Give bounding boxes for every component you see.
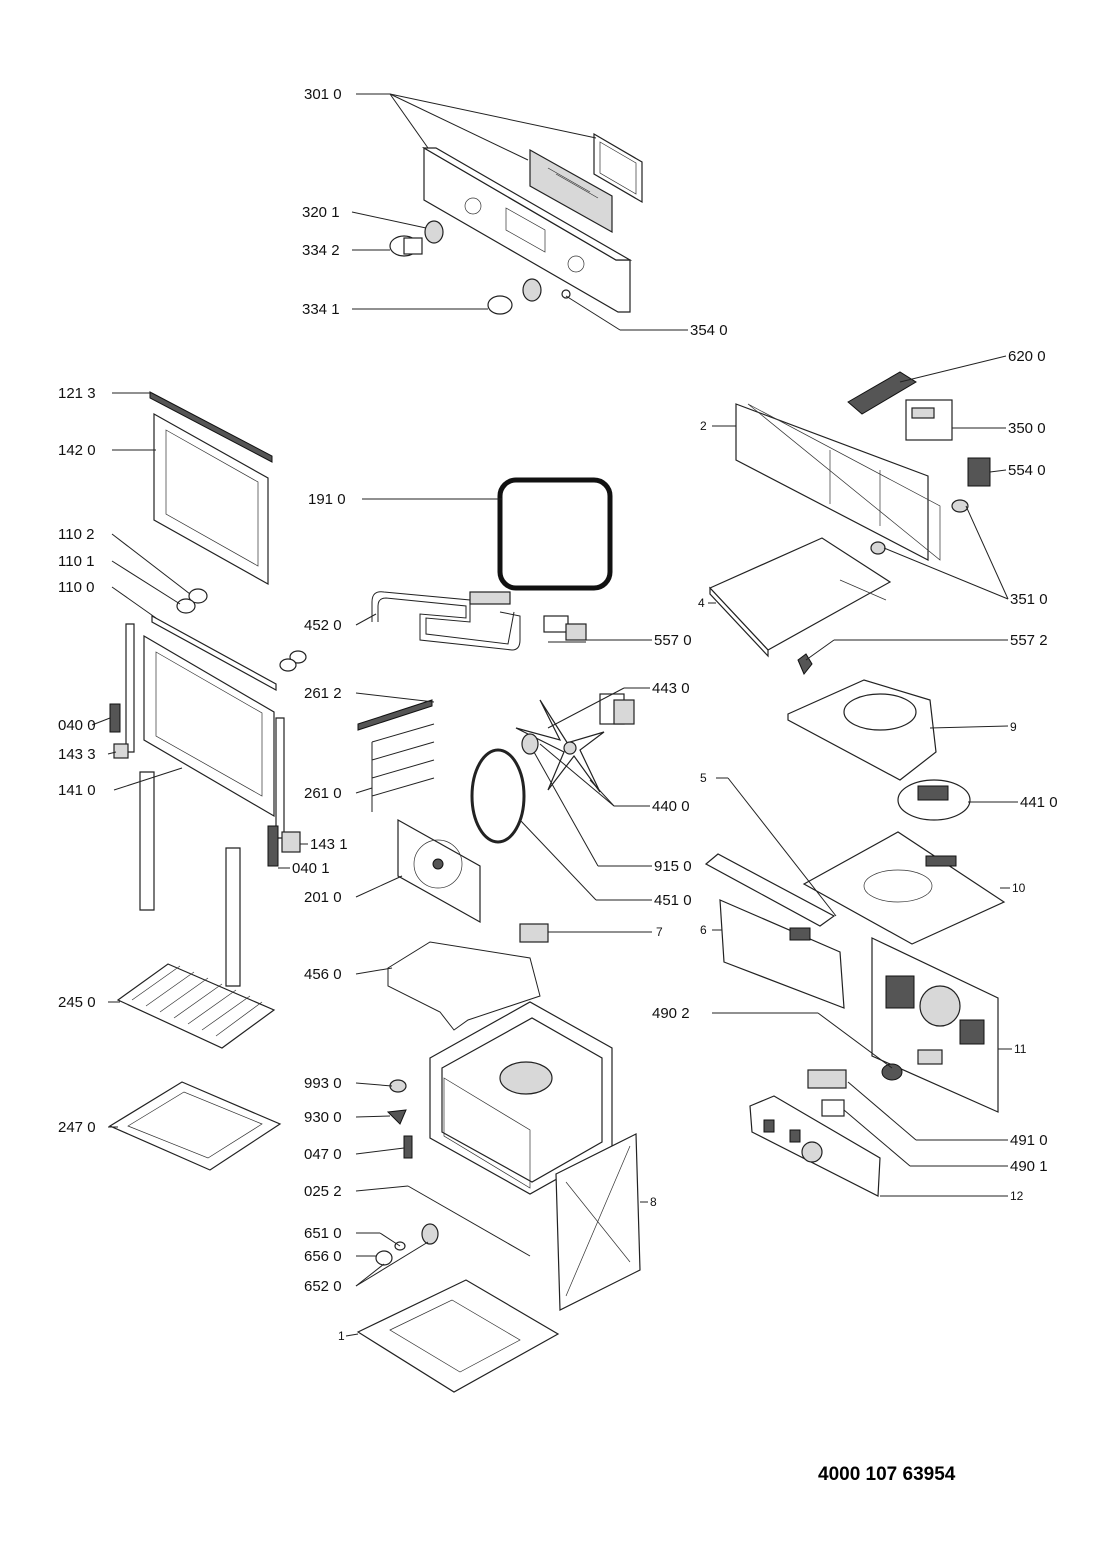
callout-11: 11: [1014, 1042, 1027, 1056]
callout-025-2: 025 2: [304, 1183, 342, 1200]
callout-1: 1: [338, 1329, 345, 1343]
electronics-board-part: [847, 371, 991, 555]
callout-320-1: 320 1: [302, 204, 340, 221]
rear-bracket-part: [749, 1095, 881, 1197]
callout-351-0: 351 0: [1010, 591, 1048, 608]
top-heating-element-part: [371, 591, 521, 651]
callout-490-1: 490 1: [1010, 1158, 1048, 1175]
bottom-heating-element-part: [387, 923, 549, 1031]
callout-557-2: 557 2: [1010, 632, 1048, 649]
small-parts-left: [375, 1079, 531, 1266]
callout-2: 2: [700, 419, 707, 433]
callout-261-0: 261 0: [304, 785, 342, 802]
callout-334-2: 334 2: [302, 242, 340, 259]
fan-part: [515, 693, 635, 793]
callout-141-0: 141 0: [58, 782, 96, 799]
callout-110-1: 110 1: [58, 553, 94, 570]
callout-554-0: 554 0: [1008, 462, 1046, 479]
control-panel-part: [421, 132, 643, 313]
callout-491-0: 491 0: [1010, 1132, 1048, 1149]
callout-142-0: 142 0: [58, 442, 96, 459]
callout-191-0: 191 0: [308, 491, 346, 508]
callout-652-0: 652 0: [304, 1278, 342, 1295]
callout-5: 5: [700, 771, 707, 785]
fan-shroud-part: [787, 679, 937, 781]
callout-040-0: 040 0: [58, 717, 96, 734]
callout-047-0: 047 0: [304, 1146, 342, 1163]
circular-element-part: [470, 748, 526, 844]
callout-247-0: 247 0: [58, 1119, 96, 1136]
oven-cavity-part: [429, 1001, 613, 1195]
callout-443-0: 443 0: [652, 680, 690, 697]
back-panel-part: [397, 818, 481, 924]
callout-456-0: 456 0: [304, 966, 342, 983]
callout-452-0: 452 0: [304, 617, 342, 634]
callout-9: 9: [1010, 720, 1017, 734]
document-number: 4000 107 63954: [818, 1464, 956, 1485]
callout-7: 7: [656, 925, 663, 939]
callout-334-1: 334 1: [302, 301, 340, 318]
callout-656-0: 656 0: [304, 1248, 342, 1265]
sensor-bracket-part: [543, 615, 587, 643]
sensor-clip-part: [797, 653, 813, 675]
callout-350-0: 350 0: [1008, 420, 1046, 437]
fan-motor-part: [897, 779, 971, 821]
callout-110-0: 110 0: [58, 579, 94, 596]
callout-labels: 301 0 320 1 334 2 334 1 354 0 620 0 350 …: [58, 86, 1058, 1343]
cavity-side-panel-part: [555, 1133, 641, 1311]
callout-441-0: 441 0: [1020, 794, 1058, 811]
callout-261-2: 261 2: [304, 685, 342, 702]
callout-354-0: 354 0: [690, 322, 728, 339]
callout-301-0: 301 0: [304, 86, 342, 103]
callout-143-3: 143 3: [58, 746, 96, 763]
vent-duct-part: [704, 853, 845, 1009]
terminal-block-part: [807, 1063, 903, 1117]
callout-143-1: 143 1: [310, 836, 348, 853]
leader-lines: [91, 93, 1018, 1337]
wire-shelf-part: [116, 963, 276, 1049]
shelf-guide-part: [357, 699, 435, 812]
callout-121-3: 121 3: [58, 385, 96, 402]
baking-tray-part: [108, 1081, 282, 1171]
bottom-plate-part: [356, 1279, 560, 1393]
callout-620-0: 620 0: [1008, 348, 1046, 365]
callout-651-0: 651 0: [304, 1225, 342, 1242]
callout-557-0: 557 0: [654, 632, 692, 649]
callout-440-0: 440 0: [652, 798, 690, 815]
callout-245-0: 245 0: [58, 994, 96, 1011]
callout-8: 8: [650, 1195, 657, 1209]
callout-110-2: 110 2: [58, 526, 94, 543]
oven-door-part: [109, 391, 307, 987]
callout-6: 6: [700, 923, 707, 937]
callout-915-0: 915 0: [654, 858, 692, 875]
callout-451-0: 451 0: [654, 892, 692, 909]
callout-10: 10: [1012, 881, 1026, 895]
callout-201-0: 201 0: [304, 889, 342, 906]
callout-930-0: 930 0: [304, 1109, 342, 1126]
callout-490-2: 490 2: [652, 1005, 690, 1022]
insulation-panel-part: [802, 831, 1006, 945]
callout-12: 12: [1010, 1189, 1024, 1203]
callout-040-1: 040 1: [292, 860, 330, 877]
pcb-cover-part: [708, 537, 892, 658]
control-housing-part: [735, 403, 941, 561]
door-seal-part: [497, 477, 613, 591]
callout-993-0: 993 0: [304, 1075, 342, 1092]
callout-4: 4: [698, 596, 705, 610]
rear-panel-part: [871, 937, 999, 1113]
knob-assembly-top: [389, 220, 571, 315]
